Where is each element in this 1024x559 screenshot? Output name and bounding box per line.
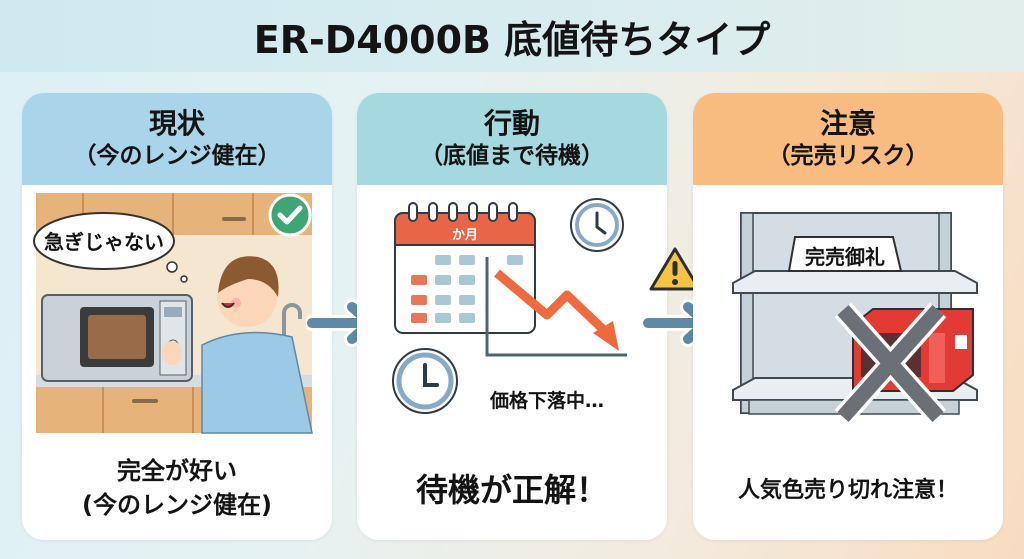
card-header: 現状 （今のレンジ健在） [22, 93, 332, 185]
card-footer: 待機が正解！ [357, 435, 667, 540]
card-caution: 注意 （完売リスク） 完売御礼 [693, 93, 1003, 540]
card-subheading: （完売リスク） [767, 143, 929, 169]
calendar-icon: か月 [394, 202, 536, 334]
card-heading: 現状 [148, 107, 205, 140]
sold-out-illustration: 完売御礼 [693, 185, 1003, 435]
waiting-illustration: か月 [357, 185, 667, 435]
footer-line-1: 人気色売り切れ注意！ [737, 477, 958, 503]
calendar-label: か月 [452, 228, 478, 243]
card-footer: 完全が好い (今のレンジ健在) [22, 435, 332, 540]
footer-line-2: (今のレンジ健在) [82, 490, 272, 519]
card-action: 行動 （底値まで待機） か月 [357, 93, 667, 540]
title-bar: ER-D4000B 底値待ちタイプ [0, 0, 1024, 72]
check-icon [268, 193, 312, 237]
cross-icon [834, 302, 947, 425]
warning-icon [648, 246, 702, 296]
footer-line-1: 完全が好い [117, 456, 237, 485]
price-falling-caption: 価格下落中… [489, 389, 604, 412]
footer-line-1: 待機が正解！ [415, 470, 608, 509]
card-header: 行動 （底値まで待機） [357, 93, 667, 185]
card-header: 注意 （完売リスク） [693, 93, 1003, 185]
sold-out-sign: 完売御礼 [805, 245, 885, 269]
card-current-status: 現状 （今のレンジ健在） [22, 93, 332, 540]
clock-icon [570, 198, 624, 252]
card-heading: 注意 [819, 107, 876, 140]
clock-icon [392, 348, 458, 414]
card-subheading: （底値まで待機） [420, 143, 604, 169]
kitchen-illustration: 急ぎじゃない [22, 185, 332, 435]
falling-price-arrow-icon [494, 269, 619, 351]
card-heading: 行動 [483, 107, 540, 140]
card-subheading: （今のレンジ健在） [73, 143, 281, 169]
card-footer: 人気色売り切れ注意！ [693, 435, 1003, 540]
speech-bubble-text: 急ぎじゃない [44, 230, 164, 254]
page-title: ER-D4000B 底値待ちタイプ [253, 17, 771, 62]
